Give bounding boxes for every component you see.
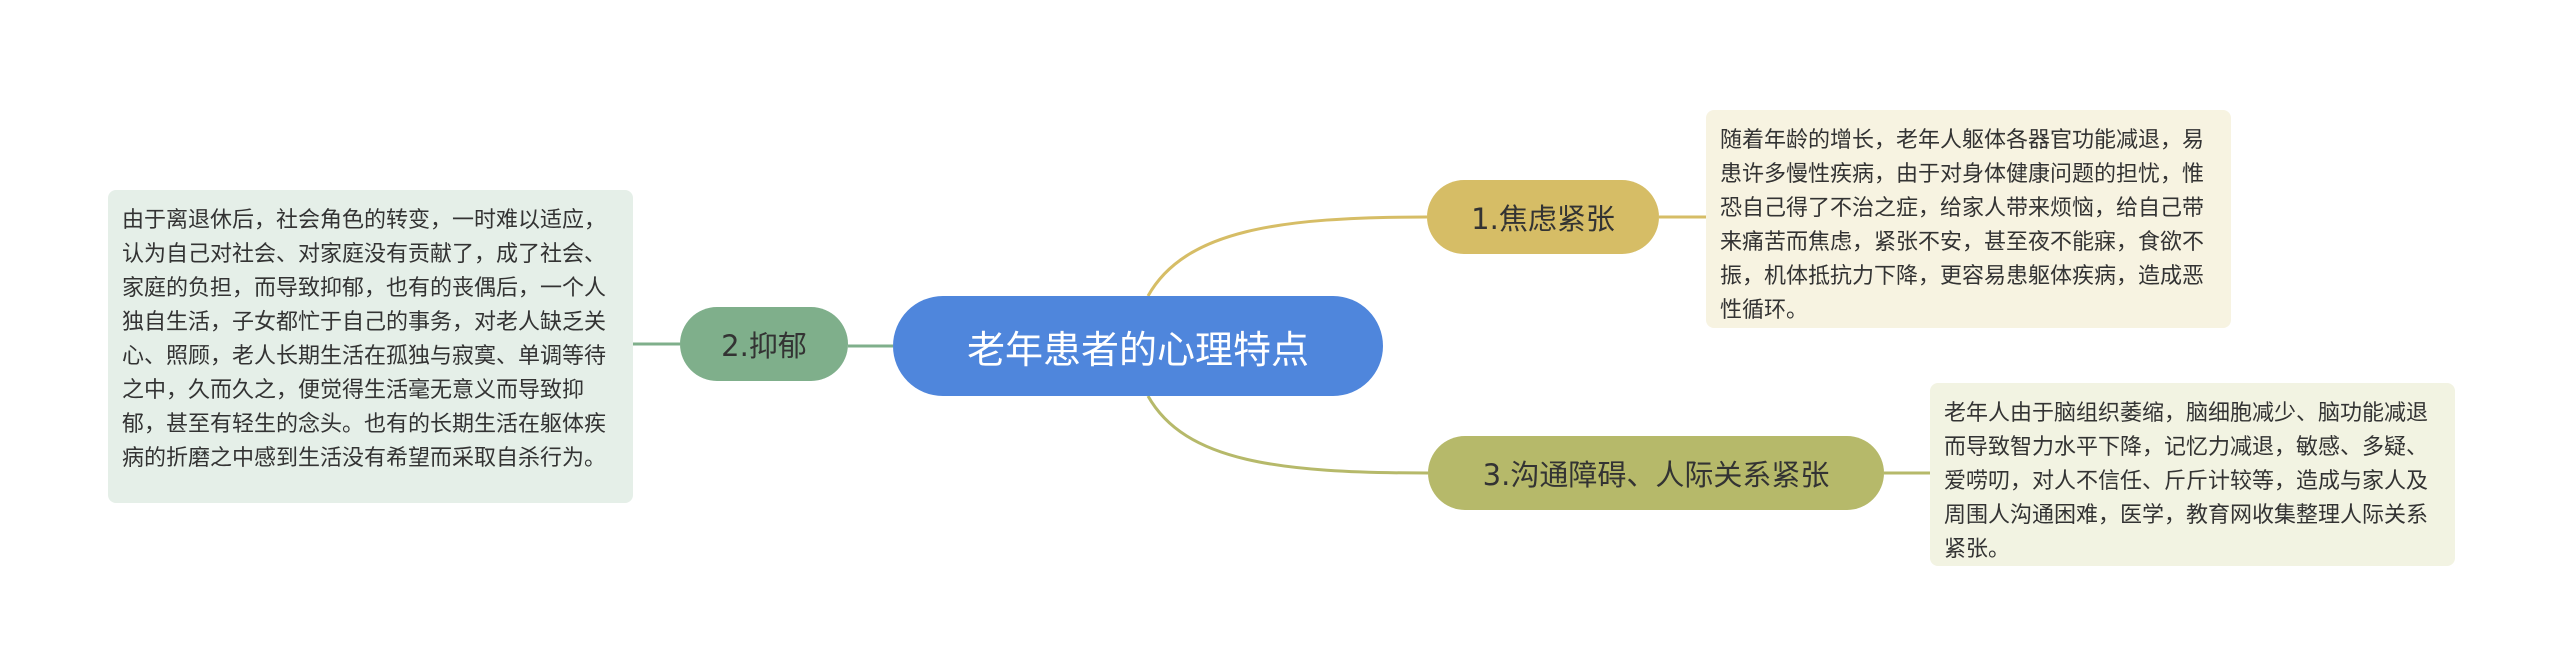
connector-root-to-branch-3 [1146, 395, 1429, 475]
connector-root-to-branch-1 [1146, 215, 1428, 297]
root-topic[interactable]: 老年患者的心理特点 [893, 296, 1383, 396]
detail-anxiety[interactable]: 随着年龄的增长，老年人躯体各器官功能减退，易患许多慢性疾病，由于对身体健康问题的… [1706, 110, 2231, 328]
detail-depression[interactable]: 由于离退休后，社会角色的转变，一时难以适应，认为自己对社会、对家庭没有贡献了，成… [108, 190, 633, 503]
branch-depression[interactable]: 2.抑郁 [680, 307, 848, 381]
detail-communication[interactable]: 老年人由于脑组织萎缩，脑细胞减少、脑功能减退而导致智力水平下降，记忆力减退，敏感… [1930, 383, 2455, 566]
branch-communication[interactable]: 3.沟通障碍、人际关系紧张 [1428, 436, 1884, 510]
branch-anxiety[interactable]: 1.焦虑紧张 [1427, 180, 1659, 254]
